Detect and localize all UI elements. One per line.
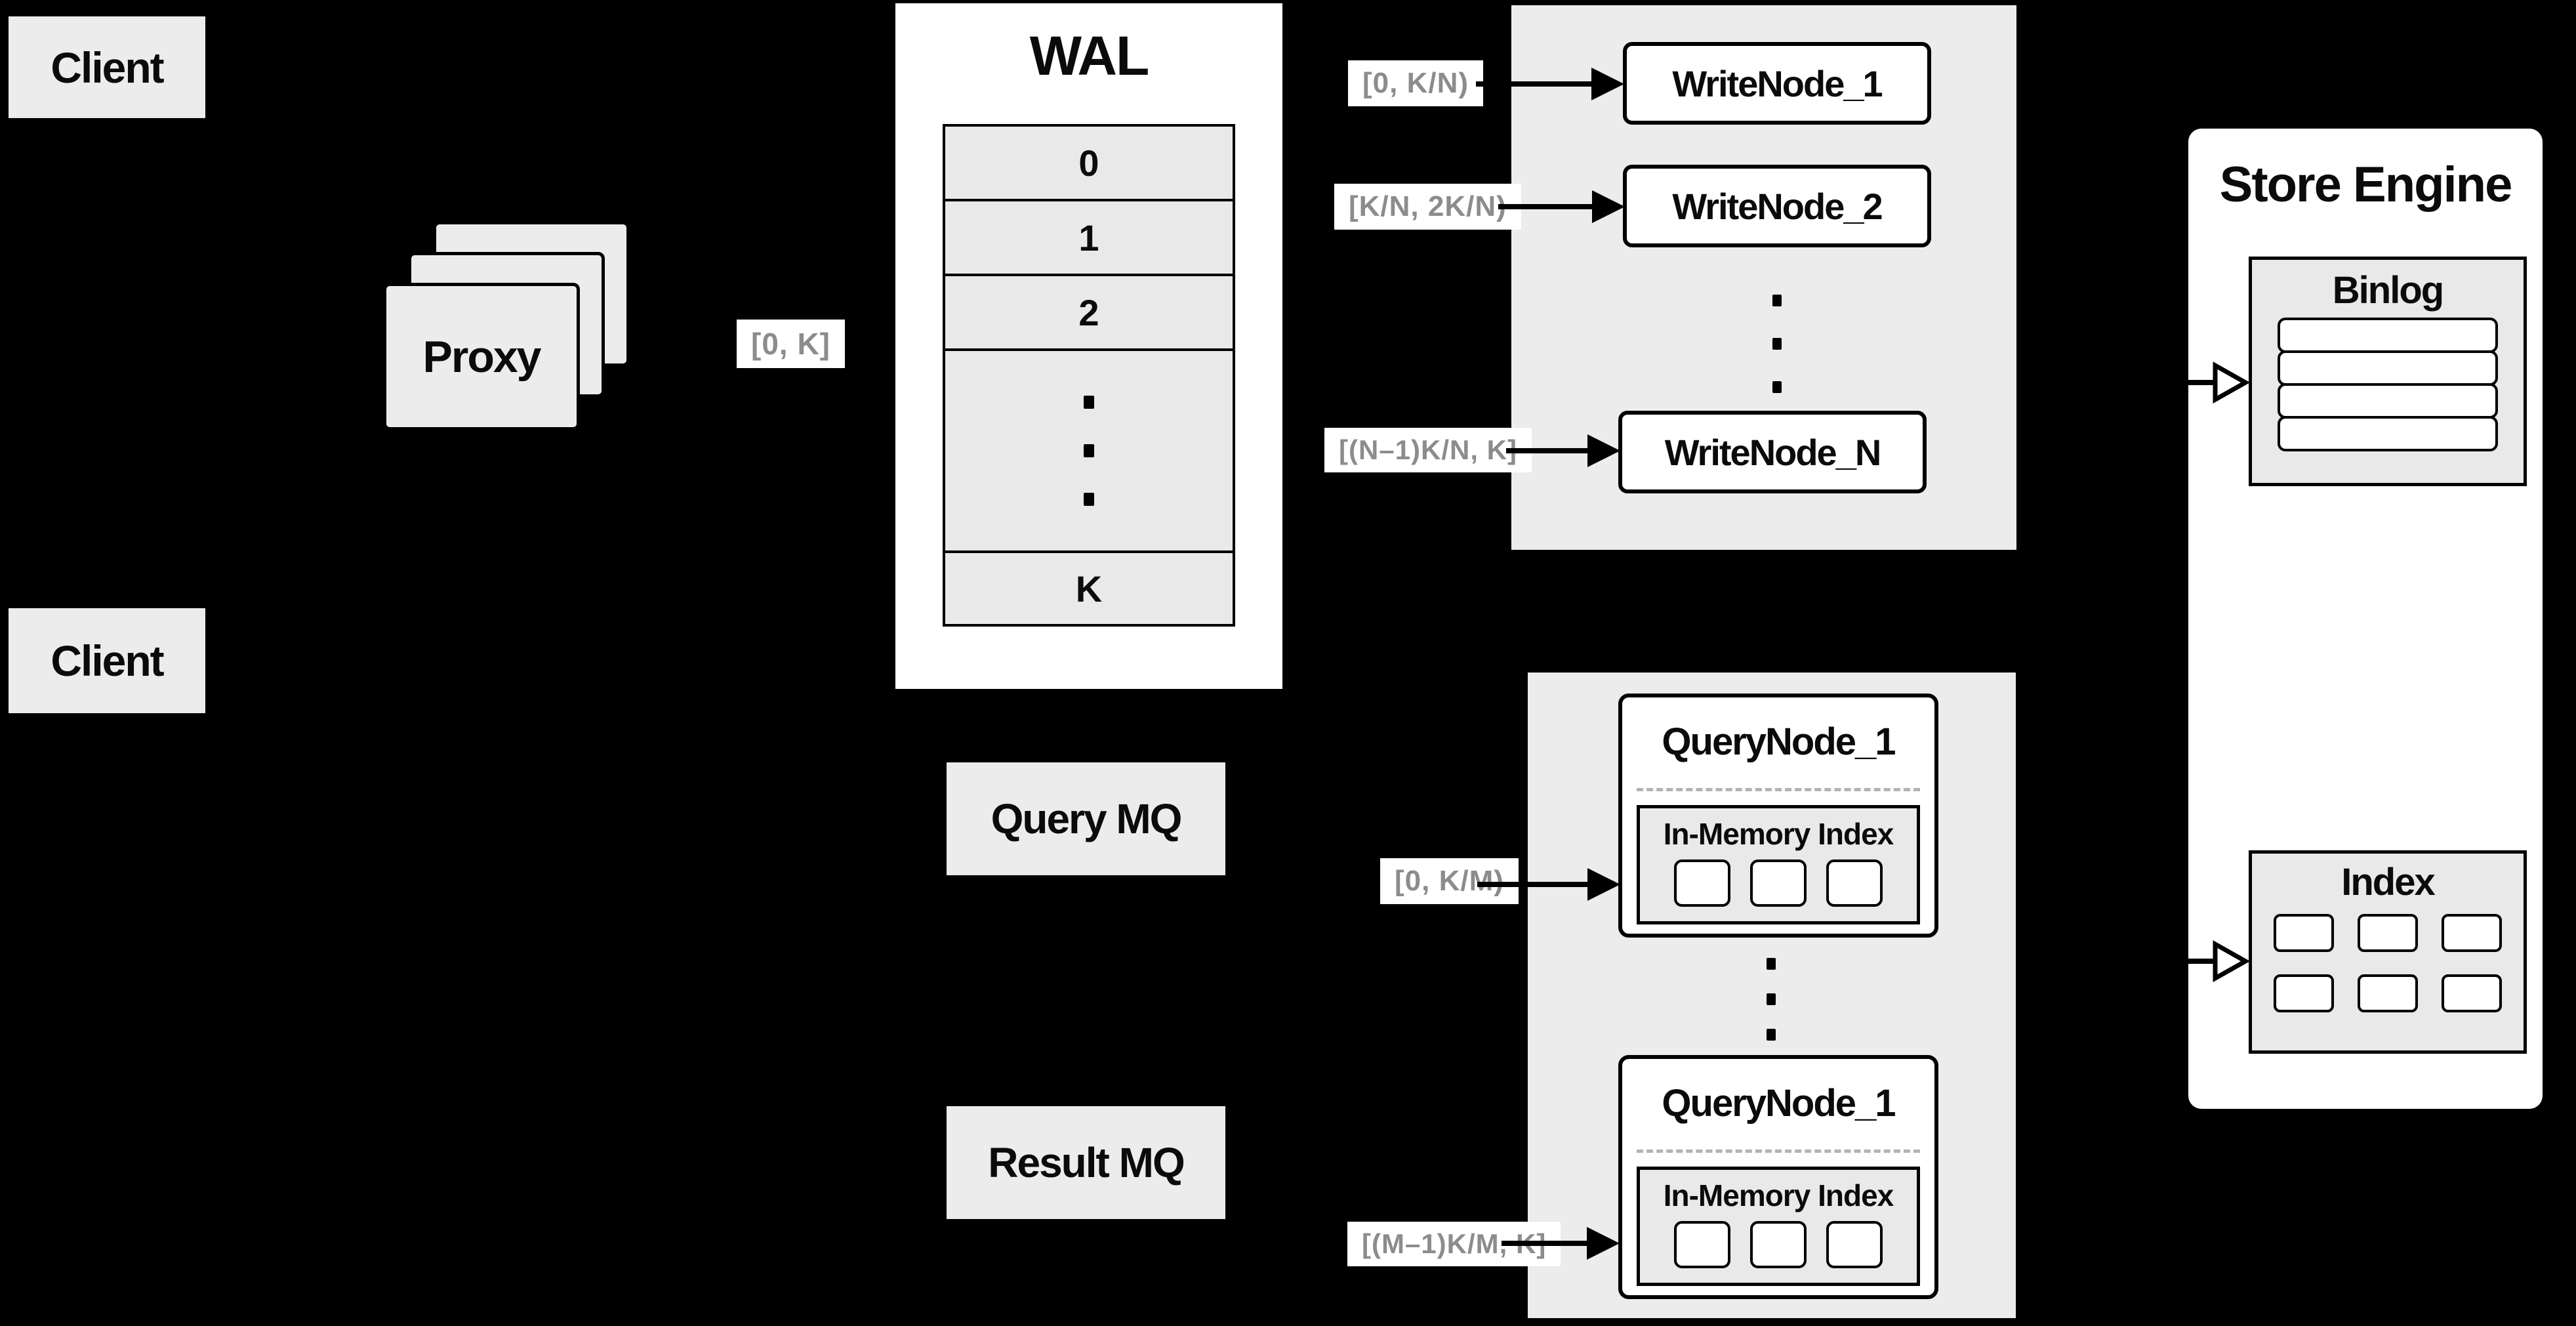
dot <box>1772 381 1782 393</box>
range-chip-n1kn-k: [(N–1)K/N, K] <box>1324 428 1532 472</box>
dot <box>1084 493 1094 506</box>
write-node-box-2: WriteNode_2 <box>1623 165 1931 247</box>
arrow-line-to-querynode-bottom <box>1502 1241 1587 1246</box>
arrowhead-icon <box>1592 190 1625 223</box>
wal-row-2: 2 <box>943 274 1235 351</box>
store-engine-title: Store Engine <box>2219 156 2513 213</box>
query-node-divider <box>1637 788 1920 791</box>
client-box-bottom: Client <box>9 608 205 713</box>
dot <box>1772 295 1782 306</box>
open-arrowhead-icon <box>2213 362 2249 404</box>
wal-row-0: 0 <box>943 124 1235 201</box>
inmemory-cell <box>1750 1221 1807 1268</box>
proxy-label: Proxy <box>422 331 542 382</box>
arrow-line-to-index <box>2188 959 2213 964</box>
query-node-ellipsis-icon <box>1767 946 1776 1052</box>
index-cell <box>2274 914 2334 952</box>
dot <box>1084 444 1094 457</box>
client-top-label: Client <box>51 43 164 92</box>
write-node-2-label: WriteNode_2 <box>1672 185 1883 227</box>
store-engine-box: Store Engine Binlog Index <box>2188 129 2543 1109</box>
wal-row-k: K <box>943 550 1235 627</box>
index-title: Index <box>2341 860 2436 903</box>
binlog-row <box>2278 318 2498 353</box>
query-node-box-bottom: QueryNode_1 In-Memory Index <box>1618 1055 1938 1299</box>
inmemory-cell <box>1674 860 1730 907</box>
write-node-ellipsis-icon <box>1772 279 1782 409</box>
binlog-box: Binlog <box>2249 257 2527 486</box>
dot <box>1767 1029 1776 1041</box>
range-chip-0-k: [0, K] <box>737 320 845 368</box>
open-arrowhead-icon <box>2213 940 2249 982</box>
arrow-line-to-writenode-1 <box>1476 81 1593 87</box>
inmemory-cell <box>1826 860 1883 907</box>
write-node-box-1: WriteNode_1 <box>1623 42 1931 125</box>
query-mq-box: Query MQ <box>947 762 1225 875</box>
index-box: Index <box>2249 850 2527 1054</box>
vertical-ellipsis-icon <box>1084 378 1094 524</box>
query-node-bottom-title: QueryNode_1 <box>1662 1082 1896 1125</box>
dot <box>1767 958 1776 970</box>
wal-title: WAL <box>1029 24 1150 87</box>
arrow-line-to-writenode-n <box>1506 448 1589 453</box>
dot <box>1084 396 1094 409</box>
binlog-row <box>2278 383 2498 419</box>
wal-row-ellipsis <box>943 348 1235 553</box>
dot <box>1767 993 1776 1005</box>
wal-table: 0 1 2 K <box>943 124 1235 627</box>
inmemory-cell <box>1750 860 1807 907</box>
arrowhead-icon <box>1587 434 1620 467</box>
range-chip-0-kn: [0, K/N) <box>1348 60 1483 106</box>
range-chip-0-km: [0, K/M) <box>1380 858 1519 904</box>
binlog-row <box>2278 416 2498 451</box>
inmemory-index-box: In-Memory Index <box>1637 805 1920 924</box>
arrow-line-to-querynode-top <box>1477 882 1587 887</box>
wal-box: WAL 0 1 2 K <box>895 3 1282 689</box>
binlog-rows <box>2252 318 2524 451</box>
dot <box>1772 338 1782 350</box>
inmemory-cell <box>1674 1221 1730 1268</box>
write-node-box-n: WriteNode_N <box>1618 411 1927 493</box>
arrow-line-to-binlog <box>2188 380 2213 385</box>
index-cell <box>2358 914 2418 952</box>
query-node-box-top: QueryNode_1 In-Memory Index <box>1618 694 1938 938</box>
inmemory-cells <box>1640 1221 1917 1268</box>
index-cell <box>2442 914 2502 952</box>
inmemory-index-box: In-Memory Index <box>1637 1167 1920 1286</box>
inmemory-index-title: In-Memory Index <box>1663 817 1894 851</box>
arrowhead-icon <box>1587 868 1620 901</box>
index-cell <box>2274 974 2334 1012</box>
client-box-top: Client <box>9 16 205 118</box>
query-node-divider <box>1637 1150 1920 1153</box>
index-cell <box>2442 974 2502 1012</box>
inmemory-index-title: In-Memory Index <box>1663 1178 1894 1212</box>
wal-row-1: 1 <box>943 199 1235 276</box>
result-mq-box: Result MQ <box>947 1106 1225 1219</box>
arrowhead-icon <box>1587 1227 1620 1260</box>
proxy-box-front: Proxy <box>383 283 580 430</box>
arrow-line-to-writenode-2 <box>1498 204 1593 209</box>
query-mq-label: Query MQ <box>991 795 1183 842</box>
arrowhead-icon <box>1591 68 1624 100</box>
client-bottom-label: Client <box>51 636 164 685</box>
query-node-top-title: QueryNode_1 <box>1662 720 1896 763</box>
range-chip-kn-2kn: [K/N, 2K/N) <box>1334 184 1521 230</box>
result-mq-label: Result MQ <box>988 1139 1185 1186</box>
binlog-title: Binlog <box>2332 268 2444 312</box>
inmemory-cells <box>1640 860 1917 907</box>
index-cell <box>2358 974 2418 1012</box>
index-cells <box>2252 910 2524 1016</box>
binlog-row <box>2278 350 2498 386</box>
write-node-n-label: WriteNode_N <box>1664 431 1882 473</box>
write-node-1-label: WriteNode_1 <box>1672 62 1883 104</box>
inmemory-cell <box>1826 1221 1883 1268</box>
